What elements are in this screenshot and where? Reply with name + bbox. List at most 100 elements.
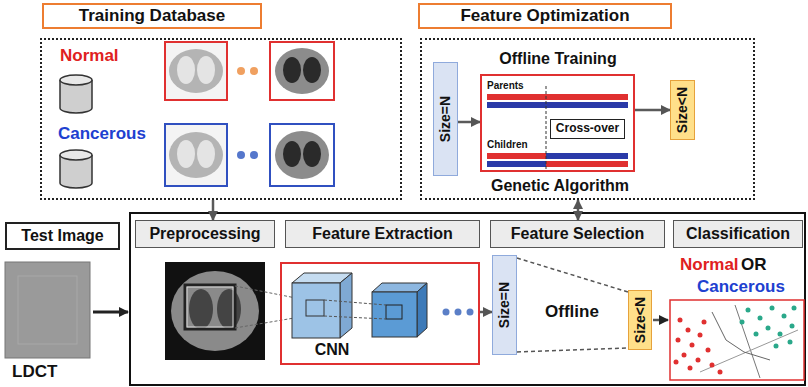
node-text: CNN	[315, 341, 350, 359]
ct-thumbnail	[270, 42, 334, 100]
reduced-vector-box: Size<N	[670, 80, 695, 140]
ellipsis-dot	[443, 309, 450, 316]
data-point	[774, 344, 779, 349]
section-header: Training Database	[42, 3, 262, 29]
input-arrow	[93, 311, 128, 314]
connector-line	[517, 348, 628, 352]
text-label: LDCT	[12, 362, 57, 382]
cnn-box: CNN	[280, 262, 480, 365]
ellipsis-dot	[237, 151, 245, 159]
node-text: Preprocessing	[149, 225, 260, 243]
ct-lung	[189, 289, 213, 329]
database-cylinder	[60, 150, 92, 160]
data-point	[778, 332, 783, 337]
node-text: Size=N	[496, 282, 512, 328]
data-point	[678, 318, 683, 323]
data-point	[740, 320, 745, 325]
data-point	[710, 363, 715, 368]
node-text: Cross-over	[556, 122, 619, 136]
connector	[635, 110, 670, 111]
preprocessed-image	[165, 262, 265, 360]
node-text: Size=N	[437, 96, 453, 142]
decision-boundary	[712, 312, 770, 360]
data-point	[688, 366, 693, 371]
cnn-kernel	[386, 305, 402, 319]
node-text: Genetic Algorithm	[491, 177, 629, 195]
stage-header: Classification	[673, 220, 803, 248]
data-point	[702, 320, 707, 325]
data-point	[706, 348, 711, 353]
stage-header: Feature Extraction	[285, 220, 480, 248]
ellipsis-dot	[250, 67, 258, 75]
cnn-kernel	[306, 300, 324, 316]
database-cylinder	[60, 75, 92, 85]
ct-lung	[217, 289, 241, 329]
node-text: Size<N	[674, 87, 690, 133]
output-arrow	[653, 319, 668, 322]
decision-boundary	[700, 330, 798, 372]
connector-line	[212, 200, 215, 220]
feature-vector-box: Size=N	[433, 62, 458, 176]
connector	[213, 200, 214, 220]
connector-line	[577, 200, 580, 220]
node-text: Test Image	[21, 227, 103, 245]
ct-body	[169, 49, 223, 93]
node-text: Feature Selection	[511, 225, 644, 243]
cnn-layer	[340, 273, 352, 338]
ct-lung	[303, 141, 321, 167]
node-text: Feature Optimization	[460, 6, 629, 26]
ct-thumbnail	[270, 124, 334, 186]
pipeline-frame	[130, 213, 805, 385]
data-point	[788, 340, 793, 345]
node-text: Normal	[60, 46, 119, 66]
ct-body	[171, 271, 259, 351]
data-point	[674, 360, 679, 365]
connector	[517, 258, 628, 352]
text-label: Offline	[545, 302, 599, 322]
chromosome-bar	[546, 153, 628, 159]
crossover-line	[546, 86, 547, 170]
data-point	[718, 370, 723, 375]
ct-lung	[177, 56, 195, 84]
connector	[480, 312, 492, 313]
ldct-image	[18, 276, 77, 344]
connector-line	[635, 109, 670, 112]
cnn-layer	[372, 292, 417, 337]
section-header: Feature Optimization	[418, 3, 672, 29]
reduced-vector-box: Size<N	[628, 290, 652, 350]
text-label: OR	[741, 255, 767, 275]
ellipsis-dot	[467, 309, 474, 316]
node-text: Parents	[487, 80, 524, 92]
node-text: Size<N	[632, 297, 648, 343]
chromosome-bar	[487, 153, 546, 159]
scatter-plot	[670, 300, 804, 380]
ellipsis-dot	[237, 67, 245, 75]
roi-window	[187, 287, 233, 327]
ct-body	[275, 48, 329, 94]
connector	[458, 122, 480, 123]
connector-line	[517, 258, 628, 292]
ct-thumbnail	[165, 42, 227, 100]
data-point	[790, 324, 795, 329]
node-text: Feature Extraction	[312, 225, 452, 243]
connector-line	[480, 311, 492, 314]
ct-lung	[283, 141, 301, 167]
data-point	[754, 332, 759, 337]
node-text: Offline Training	[499, 50, 616, 68]
data-point	[682, 353, 687, 358]
roi-window	[185, 285, 235, 329]
chromosome-bar	[487, 161, 546, 167]
optimization-panel: Genetic Algorithm Size=N Offline TrainingP…	[420, 38, 755, 200]
ct-body	[275, 131, 329, 179]
test-image-box: Test Image	[5, 222, 120, 250]
data-point	[792, 306, 797, 311]
ct-lung	[197, 56, 215, 84]
data-point	[686, 328, 691, 333]
data-point	[746, 308, 751, 313]
cnn-layer	[417, 283, 427, 337]
stage-header: Preprocessing	[135, 220, 275, 248]
text-label: Cancerous	[697, 277, 785, 297]
node-text: Classification	[686, 225, 790, 243]
